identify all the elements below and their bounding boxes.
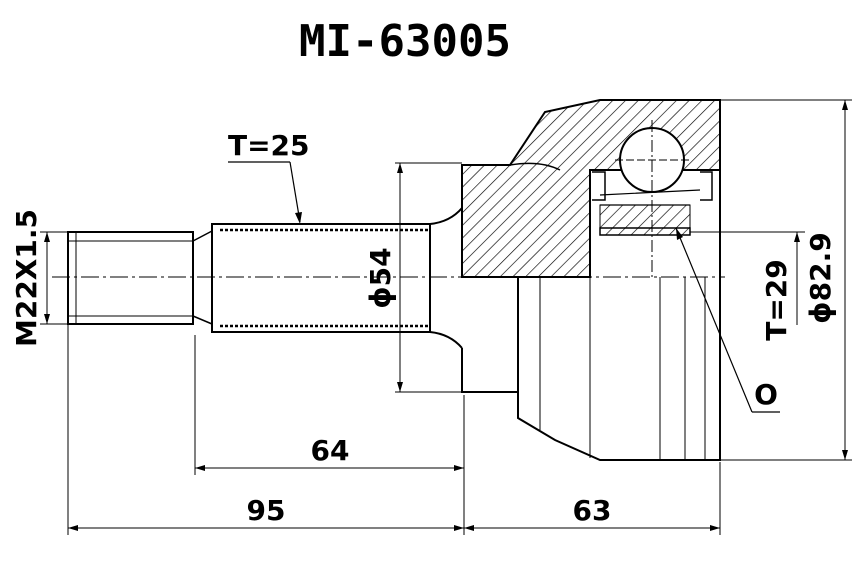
length-64-label: 64 — [311, 434, 350, 467]
thread-spec-label: M22X1.5 — [10, 209, 43, 347]
part-number-title: MI-63005 — [299, 16, 511, 67]
splined-shaft — [211, 207, 463, 349]
extension-lines — [67, 99, 852, 535]
outer-diameter-dimension: ϕ82.9 — [804, 100, 848, 460]
spline-teeth-callout: T=25 — [228, 129, 310, 224]
seal-ring-label: O — [754, 378, 778, 411]
length-95-dimension: 95 — [68, 494, 464, 531]
inner-spline-dimension: T=29 — [760, 232, 800, 341]
outer-diameter-label: ϕ82.9 — [804, 232, 837, 323]
shaft-diameter-dimension: ϕ54 — [364, 163, 403, 392]
spline-teeth-shaft-label: T=25 — [228, 129, 310, 162]
inner-race — [592, 120, 713, 277]
seal-callout: O — [675, 227, 780, 413]
housing-section — [461, 99, 721, 278]
length-95-label: 95 — [247, 494, 286, 527]
length-64-dimension: 64 — [195, 434, 464, 471]
length-63-dimension: 63 — [464, 494, 720, 531]
thread-dimension: M22X1.5 — [10, 209, 68, 347]
housing-profile — [461, 100, 721, 461]
spline-teeth-inner-label: T=29 — [760, 259, 793, 341]
shaft-diameter-label: ϕ54 — [364, 247, 397, 308]
length-63-label: 63 — [573, 494, 612, 527]
threaded-end — [67, 230, 213, 325]
